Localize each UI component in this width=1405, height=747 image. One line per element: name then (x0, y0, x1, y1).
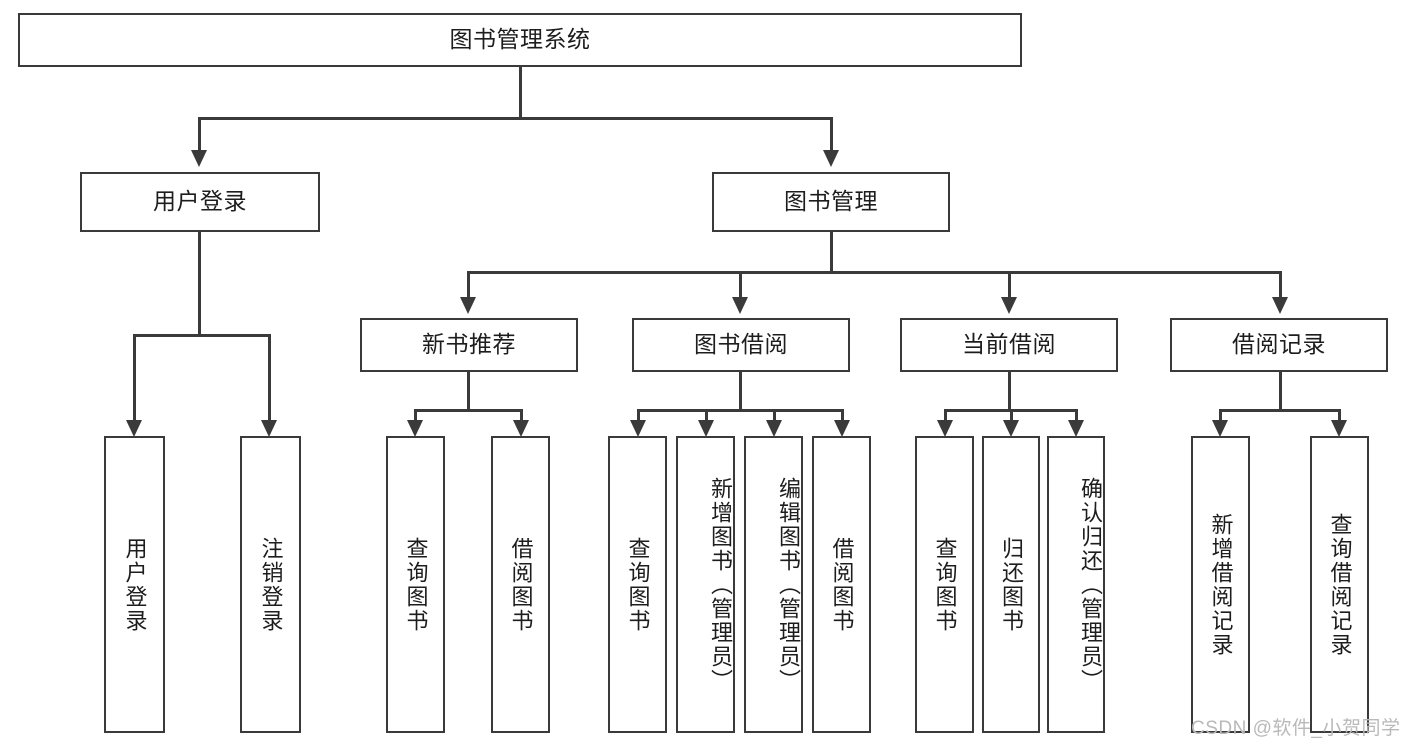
node-label: 新增借阅记录 (1208, 512, 1234, 657)
leaf-user-login-logout[interactable]: 注销登录 (240, 436, 301, 733)
node-label: 图书管理 (784, 188, 878, 215)
leaf-user-login-login[interactable]: 用户登录 (104, 436, 165, 733)
connector-new-book-leaf2 (520, 409, 523, 421)
connector-book-borrow-leaf4 (841, 409, 844, 421)
leaf-current-borrow-query[interactable]: 查询图书 (915, 436, 974, 733)
node-book-borrow[interactable]: 图书借阅 (632, 318, 850, 372)
arrow-book-borrow-leaf2 (698, 420, 714, 437)
connector-to-current-borrow (1008, 271, 1011, 298)
arrow-to-new-book (460, 297, 476, 314)
connector-book-manage-stem (830, 232, 833, 272)
connector-to-borrow-record (1279, 271, 1282, 298)
leaf-current-borrow-confirm[interactable]: 确认归还（管理员） (1047, 436, 1105, 733)
connector-new-book-bus (414, 409, 522, 412)
leaf-new-book-borrow[interactable]: 借阅图书 (491, 436, 550, 733)
watermark-text: CSDN @软件_小贺同学 (1191, 718, 1401, 739)
connector-to-book-borrow (739, 271, 742, 298)
arrow-book-borrow-leaf4 (834, 420, 850, 437)
node-label: 编辑图书（管理员） (776, 476, 801, 693)
node-label: 借阅记录 (1232, 331, 1326, 358)
arrow-borrow-record-leaf1 (1212, 420, 1228, 437)
connector-user-login-leaf1 (133, 334, 136, 421)
connector-book-borrow-leaf3 (773, 409, 776, 421)
arrow-current-borrow-leaf3 (1068, 420, 1084, 437)
connector-current-borrow-leaf1 (944, 409, 947, 421)
connector-borrow-record-leaf2 (1338, 409, 1341, 421)
connector-current-borrow-stem (1008, 372, 1011, 410)
node-label: 当前借阅 (962, 331, 1056, 358)
leaf-book-borrow-add[interactable]: 新增图书（管理员） (676, 436, 735, 733)
node-book-management[interactable]: 图书管理 (712, 172, 950, 232)
node-label: 借阅图书 (508, 536, 534, 633)
node-borrow-record[interactable]: 借阅记录 (1170, 318, 1388, 372)
leaf-current-borrow-return[interactable]: 归还图书 (982, 436, 1040, 733)
connector-book-borrow-bus (637, 409, 843, 412)
connector-borrow-record-bus (1219, 409, 1340, 412)
connector-user-login-leaf2 (268, 334, 271, 421)
leaf-book-borrow-borrow[interactable]: 借阅图书 (812, 436, 871, 733)
connector-level2-bus (198, 117, 832, 120)
arrow-user-login-leaf1 (126, 420, 142, 437)
node-current-borrow[interactable]: 当前借阅 (900, 318, 1118, 372)
connector-current-borrow-leaf3 (1075, 409, 1078, 421)
connector-to-user-login (198, 117, 201, 151)
node-label: 查询图书 (932, 536, 958, 633)
leaf-borrow-record-add[interactable]: 新增借阅记录 (1191, 436, 1250, 733)
node-label: 用户登录 (122, 536, 148, 633)
arrow-current-borrow-leaf1 (937, 420, 953, 437)
connector-new-book-leaf1 (414, 409, 417, 421)
leaf-new-book-query[interactable]: 查询图书 (386, 436, 445, 733)
node-label: 归还图书 (998, 536, 1024, 633)
arrow-current-borrow-leaf2 (1003, 420, 1019, 437)
connector-user-login-stem (198, 232, 201, 335)
connector-book-borrow-leaf2 (705, 409, 708, 421)
arrow-borrow-record-leaf2 (1331, 420, 1347, 437)
node-new-book-recommend[interactable]: 新书推荐 (360, 318, 578, 372)
connector-to-book-manage (830, 117, 833, 151)
connector-book-borrow-leaf1 (637, 409, 640, 421)
connector-current-borrow-leaf2 (1010, 409, 1013, 421)
csdn-watermark: CSDN @软件_小贺同学 (1191, 713, 1400, 740)
leaf-borrow-record-query[interactable]: 查询借阅记录 (1310, 436, 1369, 733)
arrow-new-book-leaf2 (513, 420, 529, 437)
connector-user-login-bus (133, 334, 269, 337)
leaf-book-borrow-query[interactable]: 查询图书 (608, 436, 667, 733)
node-label: 注销登录 (258, 536, 284, 633)
arrow-to-borrow-record (1272, 297, 1288, 314)
connector-new-book-stem (467, 372, 470, 410)
node-label: 确认归还（管理员） (1078, 476, 1103, 693)
node-label: 图书借阅 (694, 331, 788, 358)
connector-root-stem (519, 67, 522, 118)
connector-borrow-record-leaf1 (1219, 409, 1222, 421)
leaf-book-borrow-edit[interactable]: 编辑图书（管理员） (744, 436, 803, 733)
connector-book-borrow-stem (739, 372, 742, 410)
node-root-system[interactable]: 图书管理系统 (18, 13, 1022, 67)
arrow-new-book-leaf1 (407, 420, 423, 437)
arrow-to-current-borrow (1001, 297, 1017, 314)
arrow-to-user-login (191, 150, 207, 167)
node-label: 新书推荐 (422, 331, 516, 358)
connector-to-new-book (467, 271, 470, 298)
arrow-book-borrow-leaf3 (766, 420, 782, 437)
arrow-to-book-borrow (732, 297, 748, 314)
node-label: 用户登录 (153, 188, 247, 215)
arrow-book-borrow-leaf1 (630, 420, 646, 437)
node-label: 查询图书 (403, 536, 429, 633)
node-label: 图书管理系统 (449, 26, 591, 53)
node-label: 新增图书（管理员） (708, 476, 733, 693)
node-label: 借阅图书 (829, 536, 855, 633)
connector-borrow-record-stem (1279, 372, 1282, 410)
node-label: 查询借阅记录 (1327, 512, 1353, 657)
arrow-to-book-manage (823, 150, 839, 167)
node-user-login[interactable]: 用户登录 (80, 172, 320, 232)
connector-level3-bus (467, 271, 1282, 274)
node-label: 查询图书 (625, 536, 651, 633)
arrow-user-login-leaf2 (261, 420, 277, 437)
